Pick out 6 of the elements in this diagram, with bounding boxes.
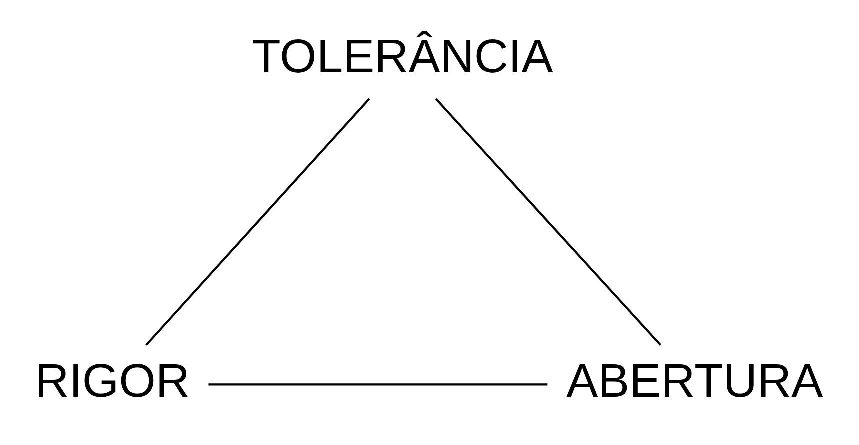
connector <box>435 98 662 346</box>
connector <box>146 98 370 346</box>
connector <box>208 384 548 386</box>
node-text: RIGOR <box>35 354 190 408</box>
node-text: ABERTURA <box>566 354 824 408</box>
node-text: TOLERÂNCIA <box>252 30 554 84</box>
